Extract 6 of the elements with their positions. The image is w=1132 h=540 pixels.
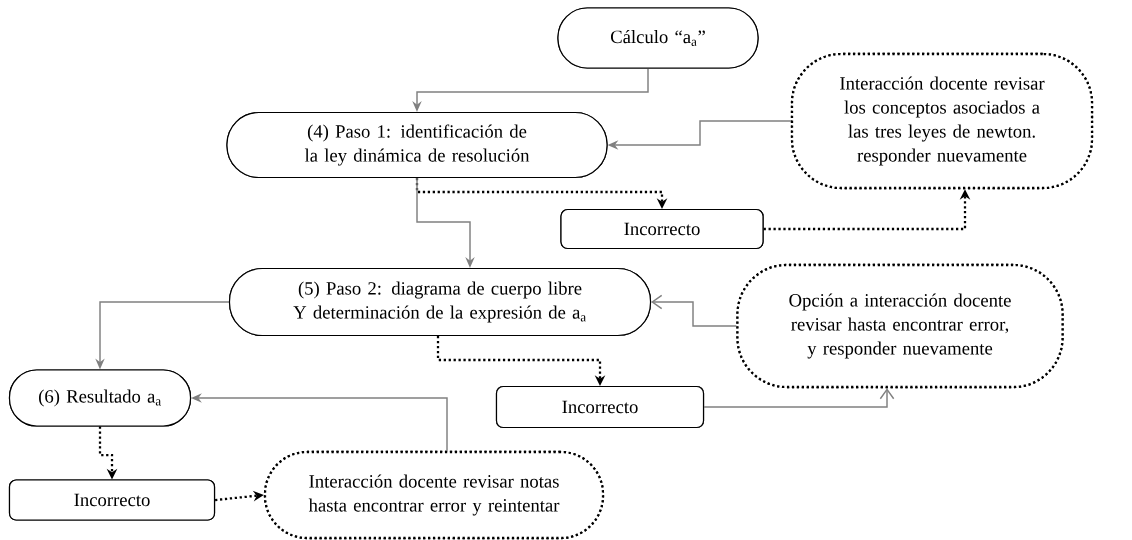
arrow xyxy=(703,388,895,408)
dotted-arrow xyxy=(436,336,606,386)
dotted-arrow xyxy=(215,490,264,502)
dotted-arrow xyxy=(763,189,971,231)
dotted-arrow xyxy=(98,426,118,480)
arrow xyxy=(651,294,738,327)
